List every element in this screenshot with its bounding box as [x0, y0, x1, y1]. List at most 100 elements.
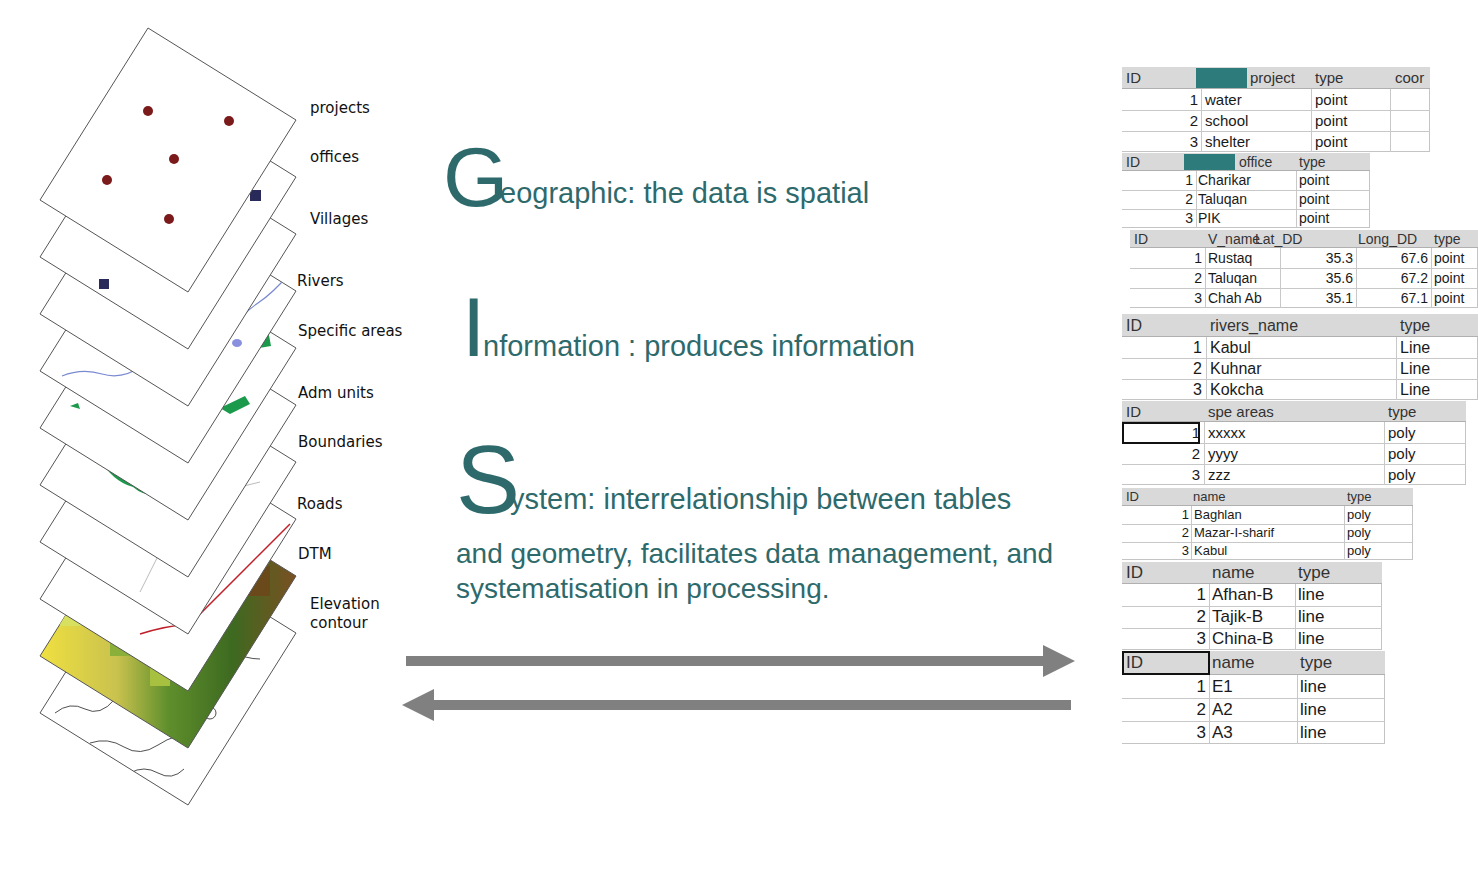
table-cell: point	[1299, 210, 1329, 227]
column-header: ID	[1126, 563, 1143, 583]
table-cell: water	[1205, 91, 1242, 109]
column-header: Long_DD	[1358, 231, 1417, 248]
table-cell: zzz	[1208, 466, 1231, 484]
layer-name: Specific areas	[298, 322, 402, 341]
table-cell: PIK	[1198, 210, 1221, 227]
row-line	[1122, 190, 1370, 191]
row-id: 3	[1197, 723, 1206, 743]
table-cell: xxxxx	[1208, 424, 1246, 442]
table-cell: point	[1299, 191, 1329, 208]
table-cell: Line	[1400, 380, 1430, 399]
row-line	[1122, 464, 1466, 465]
row-id: 1	[1194, 250, 1202, 267]
row-id: 1	[1193, 338, 1202, 357]
table-cell: Chah Ab	[1208, 290, 1262, 307]
column-header: type	[1299, 154, 1325, 171]
layer-name: Boundaries	[298, 433, 383, 452]
row-line	[1122, 110, 1430, 111]
table-cell: line	[1300, 723, 1326, 743]
row-line	[1122, 358, 1478, 359]
initial-letter: G	[443, 135, 508, 219]
column-line	[1396, 337, 1397, 400]
table-cell: point	[1434, 250, 1464, 267]
table-cell: China-B	[1212, 629, 1273, 649]
row-id: 1	[1197, 585, 1206, 605]
layer-name: Rivers	[297, 272, 344, 291]
row-line	[1122, 628, 1382, 629]
table-cell: line	[1298, 585, 1324, 605]
column-line	[1296, 171, 1297, 228]
column-header: ID	[1126, 403, 1141, 421]
column-header: office	[1239, 154, 1272, 171]
layer-name: Roads	[297, 495, 342, 514]
column-header: type	[1434, 231, 1460, 248]
row-line	[1122, 542, 1413, 543]
column-line	[1201, 89, 1202, 152]
row-id: 3	[1185, 210, 1193, 227]
column-line	[1390, 89, 1391, 152]
table-cell: 35.1	[1326, 290, 1353, 307]
table-cell: Mazar-I-sharif	[1194, 525, 1274, 541]
table-cell: shelter	[1205, 133, 1250, 151]
table-cell: 35.3	[1326, 250, 1353, 267]
table-cell: yyyy	[1208, 445, 1238, 463]
exchange-arrows	[402, 645, 1075, 721]
column-header: ID	[1126, 316, 1142, 335]
layer-name: DTM	[298, 545, 332, 564]
table-cell: Line	[1400, 359, 1430, 378]
table-cell: 67.1	[1401, 290, 1428, 307]
table-cell: line	[1300, 700, 1326, 720]
table-cell: 35.6	[1326, 270, 1353, 287]
initial-letter: I	[462, 285, 485, 369]
table-cell: Charikar	[1198, 172, 1251, 189]
row-id: 3	[1197, 629, 1206, 649]
table-cell: poly	[1388, 445, 1416, 463]
column-line	[1384, 422, 1385, 485]
column-header: type	[1315, 69, 1343, 87]
table-header	[1130, 230, 1478, 248]
column-line	[1191, 506, 1192, 560]
column-line	[1209, 675, 1210, 744]
column-header: name	[1212, 653, 1255, 673]
table-cell: E1	[1212, 677, 1233, 697]
row-line	[1122, 606, 1382, 607]
column-line	[1280, 248, 1281, 308]
table-cell: poly	[1388, 424, 1416, 442]
column-header: ID	[1126, 653, 1143, 673]
column-header: V_name	[1208, 231, 1260, 248]
table-cell: Rustaq	[1208, 250, 1252, 267]
layer-name: projects	[310, 99, 370, 118]
column-header: rivers_name	[1210, 316, 1298, 335]
table-cell: point	[1315, 91, 1348, 109]
definition-text: eographic: the data is spatial	[500, 179, 869, 208]
table-cell: point	[1315, 133, 1348, 151]
row-id: 2	[1197, 607, 1206, 627]
column-header: coor	[1395, 69, 1424, 87]
column-line	[1356, 248, 1357, 308]
row-id: 2	[1190, 112, 1198, 130]
row-id: 3	[1192, 466, 1200, 484]
column-header: ID	[1134, 231, 1148, 248]
table-cell: Kabul	[1194, 543, 1227, 559]
table-cell: 67.2	[1401, 270, 1428, 287]
table-cell: Baghlan	[1194, 507, 1242, 523]
row-id: 2	[1194, 270, 1202, 287]
definition-text: nformation : produces information	[483, 332, 915, 361]
definition-text: ystem: interrelationship between tables	[510, 485, 1011, 514]
row-id: 3	[1194, 290, 1202, 307]
column-header: type	[1400, 316, 1430, 335]
row-id: 1	[1182, 507, 1189, 523]
column-header: type	[1300, 653, 1332, 673]
table-cell: Kabul	[1210, 338, 1251, 357]
column-line	[1206, 337, 1207, 400]
table-cell: A3	[1212, 723, 1233, 743]
table-cell: line	[1298, 629, 1324, 649]
column-line	[1295, 584, 1296, 650]
column-header: Lat_DD	[1255, 231, 1302, 248]
column-line	[1311, 89, 1312, 152]
column-header: ID	[1126, 489, 1139, 505]
row-id: 1	[1197, 677, 1206, 697]
column-header: ID	[1126, 154, 1140, 171]
table-cell: Taluqan	[1198, 191, 1247, 208]
column-header: spe areas	[1208, 403, 1274, 421]
